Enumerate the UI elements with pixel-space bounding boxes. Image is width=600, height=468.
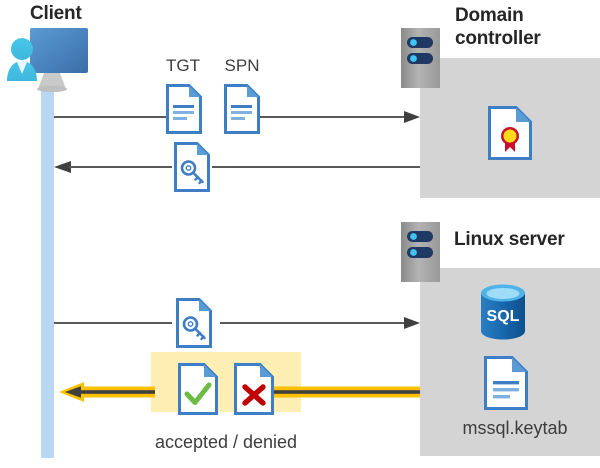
flow-client-to-linux-arrow (54, 315, 420, 331)
sql-database-icon: SQL (477, 283, 529, 341)
domain-controller-title: Domain controller (455, 5, 541, 49)
domain-controller-server-icon (401, 28, 440, 88)
spn-document-icon (224, 84, 260, 134)
flow-linux-to-client-arrow (58, 381, 420, 403)
result-label: accepted / denied (154, 432, 298, 452)
spn-label: SPN (224, 56, 260, 75)
accepted-document-icon (178, 363, 218, 415)
client-icon (4, 26, 90, 92)
certificate-document-icon (488, 106, 532, 160)
client-lifeline (41, 86, 54, 458)
ticket-key-document-icon (174, 142, 210, 192)
sql-database-label: SQL (487, 308, 520, 325)
request-key-document-icon (176, 298, 212, 348)
keytab-document-icon (484, 356, 528, 410)
flow-dc-to-client-arrow (54, 159, 420, 175)
denied-document-icon (234, 363, 274, 415)
keytab-label: mssql.keytab (462, 418, 568, 438)
linux-server-server-icon (401, 222, 440, 282)
result-highlight-band (151, 352, 301, 412)
tgt-document-icon (166, 84, 202, 134)
tgt-label: TGT (166, 56, 200, 75)
linux-server-title: Linux server (454, 229, 565, 250)
client-title: Client (30, 3, 82, 24)
